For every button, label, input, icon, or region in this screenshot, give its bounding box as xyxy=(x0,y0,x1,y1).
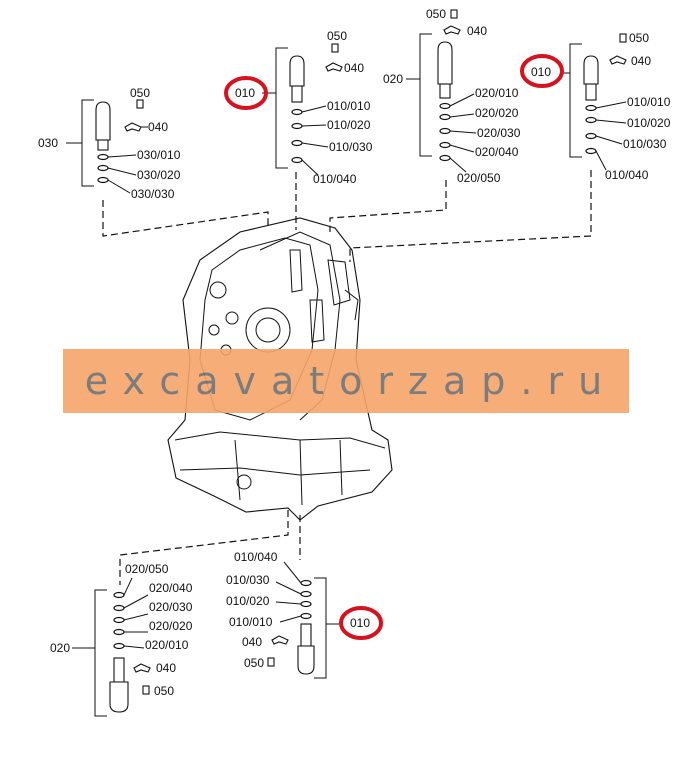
label-010-030: 010/030 xyxy=(623,137,667,151)
group-020-top: 020 050 040 020/010 020/020 020/030 020/… xyxy=(383,7,521,185)
label-020: 020 xyxy=(383,72,403,86)
highlight-circle xyxy=(224,76,268,110)
label-020-020: 020/020 xyxy=(149,619,193,633)
label-040: 040 xyxy=(242,635,262,649)
label-010-040: 010/040 xyxy=(605,168,649,182)
group-030: 030 050 040 030/010 030/020 030/030 xyxy=(38,86,181,201)
label-010: 010 xyxy=(350,616,370,630)
label-050: 050 xyxy=(130,86,150,100)
label-010-040: 010/040 xyxy=(234,550,278,564)
label-010-040: 010/040 xyxy=(313,172,357,186)
label-020: 020 xyxy=(50,641,70,655)
label-010-010: 010/010 xyxy=(627,95,671,109)
label-040: 040 xyxy=(344,61,364,75)
label-020-020: 020/020 xyxy=(475,106,519,120)
highlight-circle xyxy=(520,54,564,88)
label-020-050: 020/050 xyxy=(457,171,501,185)
label-010-020: 010/020 xyxy=(226,594,270,608)
label-020-030: 020/030 xyxy=(149,600,193,614)
label-010-030: 010/030 xyxy=(226,573,270,587)
label-020-010: 020/010 xyxy=(475,86,519,100)
label-020-010: 020/010 xyxy=(145,638,189,652)
label-050: 050 xyxy=(629,31,649,45)
label-030-010: 030/010 xyxy=(137,148,181,162)
connection-lines xyxy=(102,170,592,585)
label-050: 050 xyxy=(154,684,174,698)
label-050: 050 xyxy=(426,7,446,21)
label-030-030: 030/030 xyxy=(131,187,175,201)
label-050: 050 xyxy=(244,656,264,670)
label-030: 030 xyxy=(38,136,58,150)
group-010-bottom: 010 010/040 010/030 010/020 010/010 040 … xyxy=(226,550,383,679)
label-040: 040 xyxy=(148,120,168,134)
label-010-020: 010/020 xyxy=(627,116,671,130)
label-020-040: 020/040 xyxy=(475,145,519,159)
watermark-text: excavatorzap.ru xyxy=(84,359,618,403)
label-030-020: 030/020 xyxy=(137,168,181,182)
label-050: 050 xyxy=(327,29,347,43)
label-020-030: 020/030 xyxy=(477,126,521,140)
label-010-030: 010/030 xyxy=(329,140,373,154)
label-040: 040 xyxy=(467,24,487,38)
label-020-050: 020/050 xyxy=(125,562,169,576)
label-020-040: 020/040 xyxy=(149,581,193,595)
watermark-banner: excavatorzap.ru xyxy=(63,349,629,413)
label-010: 010 xyxy=(531,65,551,79)
label-010: 010 xyxy=(235,86,255,100)
group-010-right: 010 050 040 010/010 010/020 010/030 010/… xyxy=(520,31,671,182)
label-040: 040 xyxy=(631,54,651,68)
highlight-circle xyxy=(339,606,383,640)
label-010-010: 010/010 xyxy=(327,99,371,113)
label-010-010: 010/010 xyxy=(229,615,273,629)
label-040: 040 xyxy=(156,661,176,675)
group-020-bottom: 020 020/050 020/040 020/030 020/020 020/… xyxy=(50,562,193,717)
group-010-top: 010 050 040 010/010 010/020 010/030 010/… xyxy=(224,29,373,186)
label-010-020: 010/020 xyxy=(327,118,371,132)
